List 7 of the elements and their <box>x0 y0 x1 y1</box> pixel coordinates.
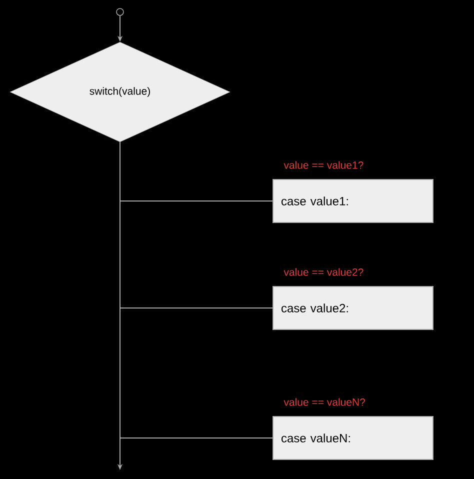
start-circle <box>116 8 124 16</box>
case-box: case value2: <box>272 286 434 330</box>
case-box: case value1: <box>272 179 434 223</box>
edge-label: value == value1? <box>282 160 365 170</box>
edge-label: value == valueN? <box>282 397 366 407</box>
edge-label: value == value2? <box>282 267 365 277</box>
case-box: case valueN: <box>272 416 434 460</box>
